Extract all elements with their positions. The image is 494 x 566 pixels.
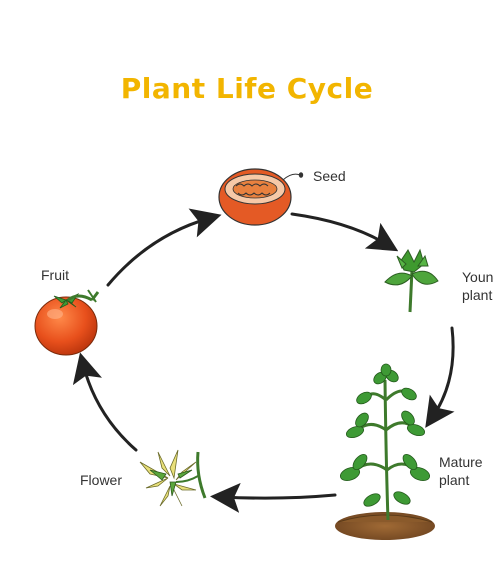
arrow-flower-to-fruit [83,364,136,450]
label-flower: Flower [80,471,122,489]
flower-icon [140,450,205,506]
label-young-plant-line2: plant [462,286,494,304]
label-fruit: Fruit [41,266,69,284]
label-mature-plant: Mature plant [439,453,483,489]
young-plant-icon [385,250,438,312]
fruit-tomato-icon [35,290,98,355]
label-mature-plant-line2: plant [439,471,483,489]
seed-tomato-half-icon [219,169,303,225]
arrow-fruit-to-seed [108,218,210,285]
diagram-title: Plant Life Cycle [0,72,494,105]
label-young-plant-line1: Young [462,268,494,286]
seed-dot-icon [299,172,303,178]
label-young-plant: Young plant [462,268,494,304]
label-mature-plant-line1: Mature [439,453,483,471]
arrow-mature-to-flower [222,495,335,498]
label-seed: Seed [313,167,346,185]
arrow-young-to-mature [432,328,453,418]
arrow-seed-to-young [292,214,388,245]
mature-plant-icon [335,364,435,540]
